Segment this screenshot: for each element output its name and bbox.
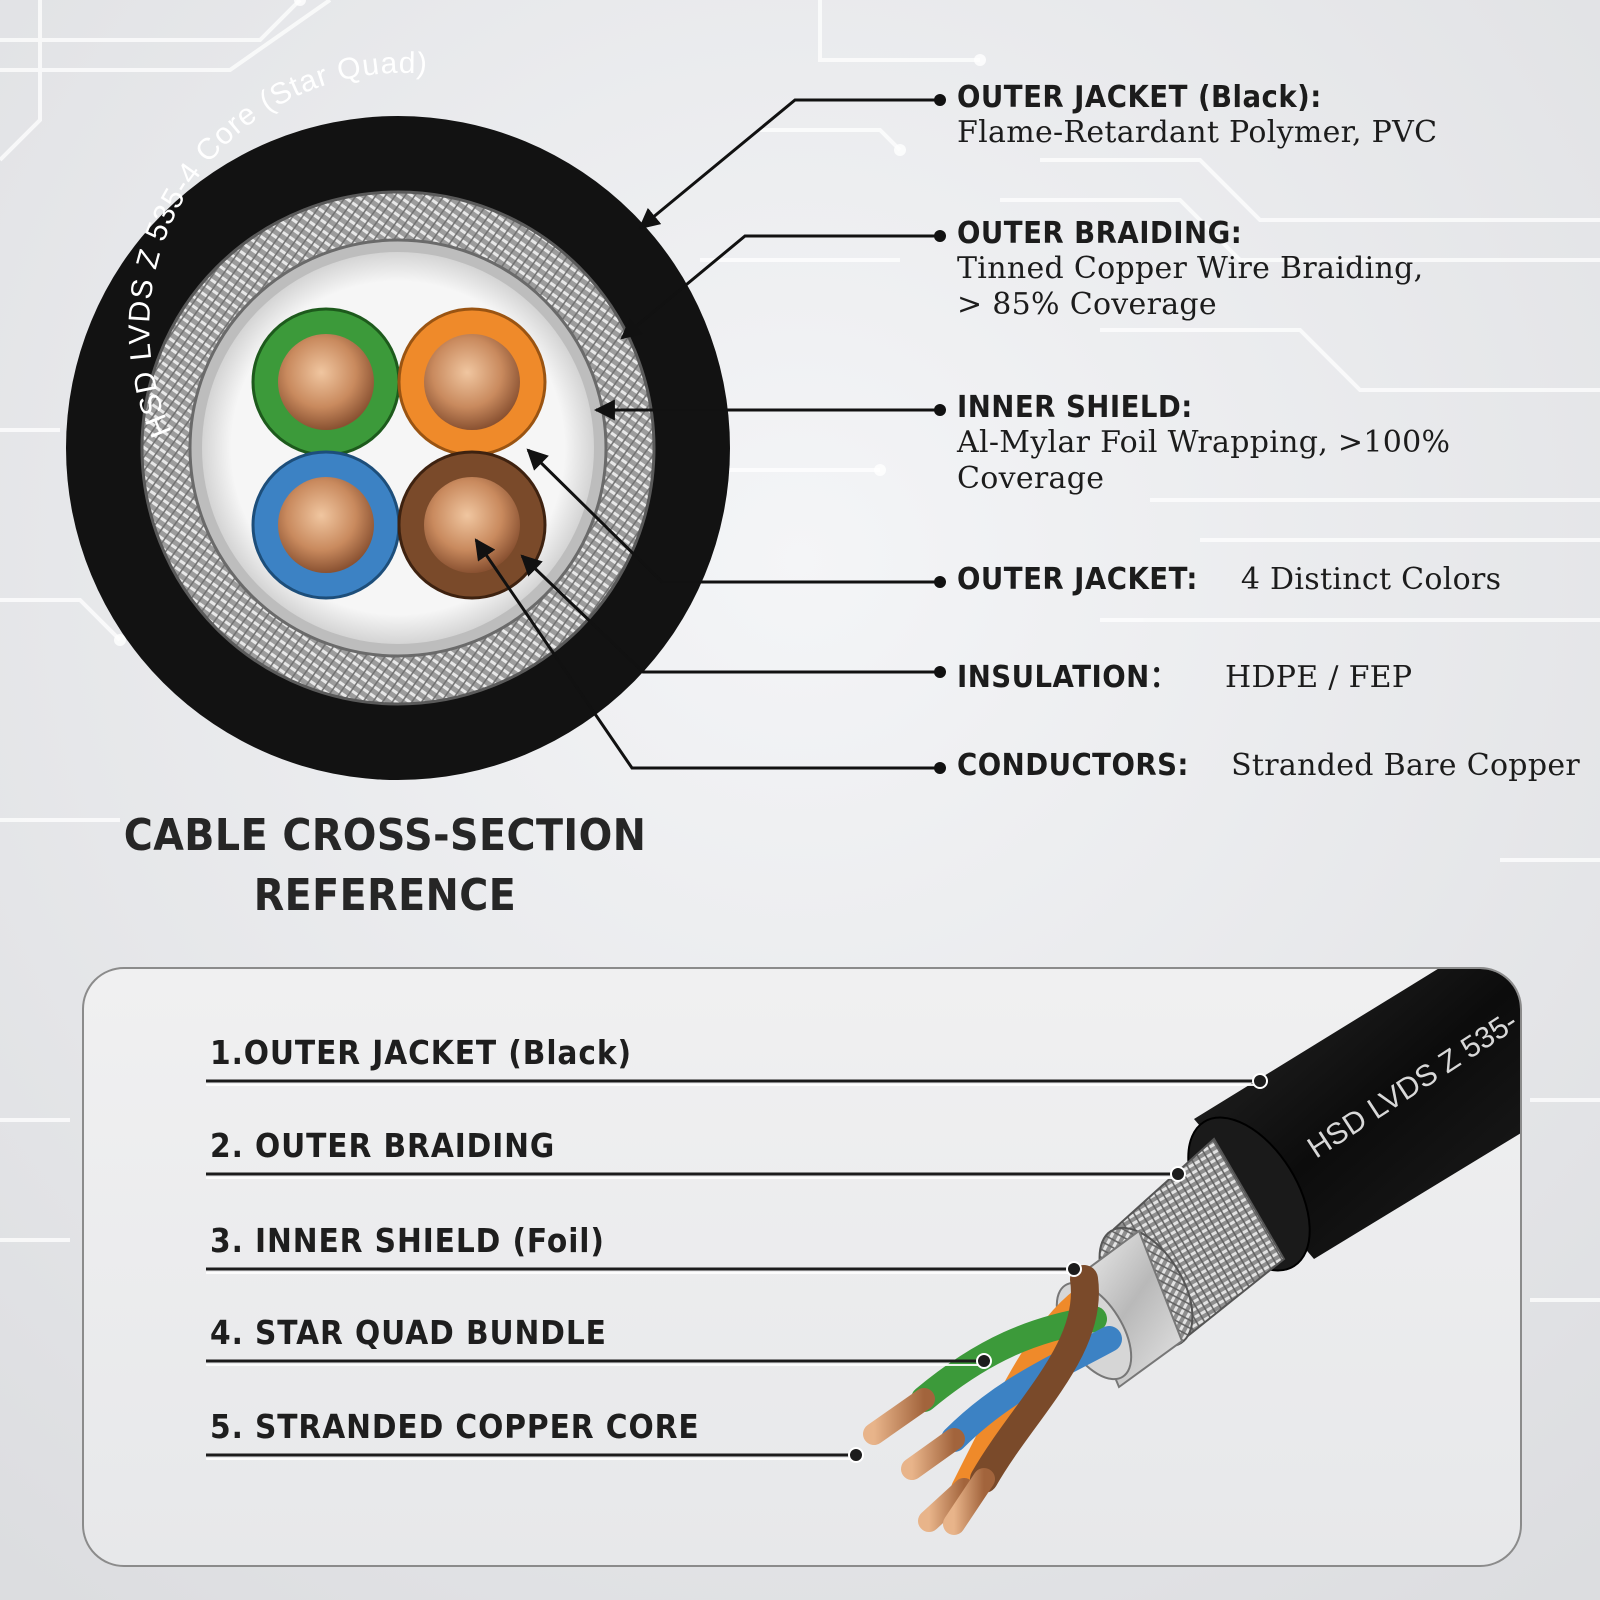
layer-label-outer-jacket: 1.OUTER JACKET (Black)	[210, 1033, 632, 1072]
leader-outer-braiding	[620, 234, 940, 340]
callout-outer-braiding: OUTER BRAIDING: Tinned Copper Wire Braid…	[957, 216, 1423, 323]
callout-outer-jacket: OUTER JACKET (Black): Flame-Retardant Po…	[957, 80, 1437, 151]
title-line-2: REFERENCE	[253, 870, 517, 921]
callout-title: OUTER JACKET:	[957, 562, 1198, 597]
leader-lines	[474, 98, 940, 770]
callout-desc: HDPE / FEP	[1224, 660, 1413, 695]
core-blue	[251, 450, 401, 600]
title-line-1: CABLE CROSS-SECTION	[123, 810, 647, 861]
callout-core-jacket: OUTER JACKET: 4 Distinct Colors	[957, 562, 1501, 598]
callout-desc: Al-Mylar Foil Wrapping, >100%	[957, 425, 1451, 460]
layer-label-star-quad: 4. STAR QUAD BUNDLE	[210, 1313, 607, 1352]
leader-dots	[934, 94, 946, 774]
callout-desc: Flame-Retardant Polymer, PVC	[957, 115, 1438, 150]
layer-dots	[848, 1073, 1268, 1463]
callout-desc: Stranded Bare Copper	[1231, 748, 1581, 783]
callout-desc: 4 Distinct Colors	[1240, 562, 1502, 597]
layered-cable-illustration: HSD LVDS Z 535-	[206, 969, 1520, 1535]
callout-desc: Coverage	[957, 461, 1105, 496]
callout-desc: > 85% Coverage	[957, 287, 1217, 322]
wire-brown	[970, 1265, 1099, 1493]
cross-section-diagram: HSD LVDS Z 535-4 Core (Star Quad)	[66, 47, 946, 780]
leader-core-jacket	[526, 448, 940, 584]
copper-strands-2	[901, 1428, 965, 1480]
callout-title: INSULATION：	[957, 660, 1178, 695]
callout-title: INNER SHIELD:	[957, 390, 1193, 425]
core-green	[251, 307, 401, 457]
callout-title: CONDUCTORS:	[957, 748, 1189, 783]
layer-label-outer-braiding: 2. OUTER BRAIDING	[210, 1126, 556, 1165]
core-orange	[397, 307, 547, 457]
leader-outer-jacket	[638, 98, 940, 230]
callout-inner-shield: INNER SHIELD: Al-Mylar Foil Wrapping, >1…	[957, 390, 1450, 497]
layer-label-inner-shield: 3. INNER SHIELD (Foil)	[210, 1221, 605, 1260]
layer-line-shadow	[206, 1084, 1260, 1460]
diagram-title: CABLE CROSS-SECTION REFERENCE	[115, 806, 655, 926]
cable-3d: HSD LVDS Z 535-	[863, 969, 1520, 1535]
layer-breakdown-panel: HSD LVDS Z 535- 1.OUTER JACKET (Black) 2…	[82, 967, 1522, 1567]
callout-title: OUTER BRAIDING:	[957, 216, 1243, 251]
callout-insulation: INSULATION： HDPE / FEP	[957, 652, 1412, 696]
core-brown	[397, 450, 547, 600]
copper-strands-3	[918, 1478, 975, 1532]
wire-blue	[941, 1326, 1122, 1452]
layer-lines	[206, 1079, 1260, 1457]
copper-strands-4	[943, 1468, 995, 1535]
callout-desc: Tinned Copper Wire Braiding,	[957, 251, 1424, 286]
callout-conductors: CONDUCTORS: Stranded Bare Copper	[957, 748, 1580, 784]
layer-label-copper-core: 5. STRANDED COPPER CORE	[210, 1407, 700, 1446]
filler-area	[202, 252, 594, 644]
leader-conductors	[474, 538, 940, 770]
callout-title: OUTER JACKET (Black):	[957, 80, 1322, 115]
leader-insulation	[520, 554, 940, 674]
copper-strands-1	[863, 1388, 935, 1445]
cable-cross-section: HSD LVDS Z 535-4 Core (Star Quad)	[66, 47, 730, 780]
